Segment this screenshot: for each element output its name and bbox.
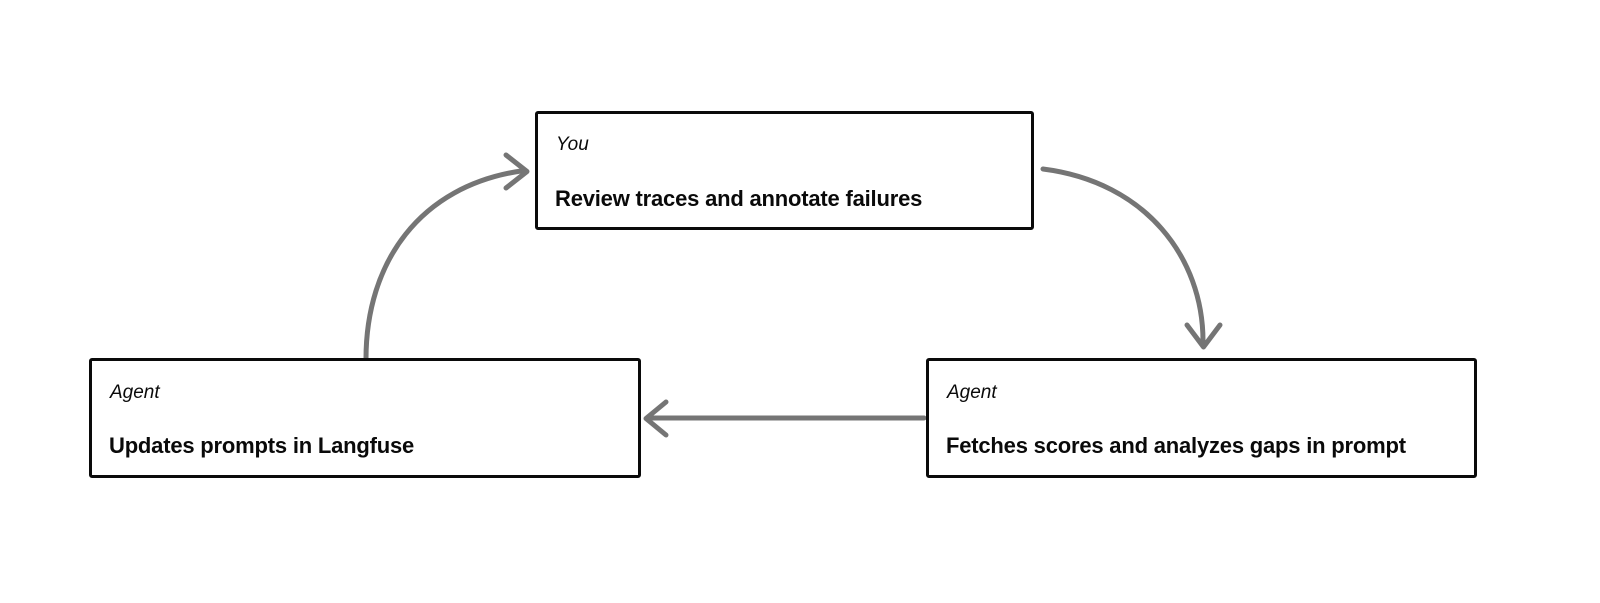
edge-you-to-fetches-path <box>1040 166 1206 344</box>
edge-fetches-to-updates <box>643 399 927 438</box>
edge-updates-to-you <box>363 152 530 362</box>
edge-you-to-fetches-arrowhead <box>1184 322 1223 350</box>
node-agent-updates-role: Agent <box>110 382 160 403</box>
edge-updates-to-you-path <box>363 168 524 362</box>
node-agent-fetches[interactable]: Agent Fetches scores and analyzes gaps i… <box>926 358 1477 478</box>
node-you-review[interactable]: You Review traces and annotate failures <box>535 111 1034 230</box>
node-agent-fetches-role: Agent <box>947 382 997 403</box>
node-you-review-role: You <box>556 134 589 155</box>
edge-fetches-to-updates-arrowhead <box>643 399 669 438</box>
node-agent-updates[interactable]: Agent Updates prompts in Langfuse <box>89 358 641 478</box>
edge-you-to-fetches <box>1040 166 1223 350</box>
node-agent-fetches-title: Fetches scores and analyzes gaps in prom… <box>946 433 1406 458</box>
node-you-review-title: Review traces and annotate failures <box>555 186 923 211</box>
node-agent-updates-title: Updates prompts in Langfuse <box>109 433 415 458</box>
edge-updates-to-you-arrowhead <box>503 152 530 191</box>
